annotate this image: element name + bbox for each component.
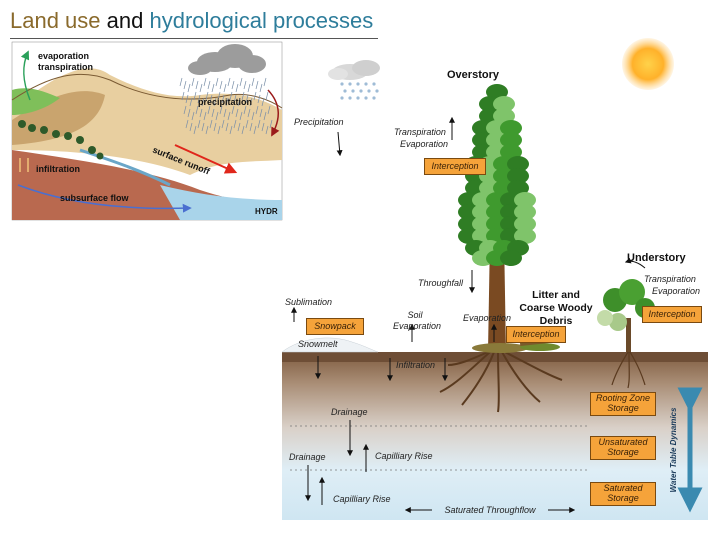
transpiration-label: Transpiration	[394, 127, 446, 137]
title-part-hydrological: hydrological processes	[149, 8, 374, 33]
capillary-rise-label-2: Capilliary Rise	[333, 494, 391, 504]
rooting-zone-text-2: Storage	[607, 403, 639, 413]
throughfall-label: Throughfall	[418, 278, 464, 288]
inset-evaporation-arrow	[20, 50, 31, 101]
infiltration-label: Infiltration	[396, 360, 435, 370]
cloud-icon	[328, 60, 380, 100]
overstory-tree-icon	[439, 84, 563, 413]
drainage-label-2: Drainage	[289, 452, 326, 462]
evaporation-canopy-label: Evaporation	[400, 139, 448, 149]
interception-overstory-text: Interception	[431, 160, 479, 171]
snow-pile	[281, 337, 379, 353]
saturated-text-2: Storage	[607, 493, 639, 503]
inset-infiltration-arrows	[19, 158, 29, 172]
title-part-and: and	[106, 8, 144, 33]
inset-subsurface-label: subsurface flow	[60, 193, 130, 203]
title-part-land-use: Land use	[10, 8, 101, 33]
page-title: Land use and hydrological processes	[10, 8, 373, 34]
snowmelt-label: Snowmelt	[298, 339, 338, 349]
interception-litter-box: Interception	[506, 326, 566, 343]
unsaturated-text-1: Unsaturated	[598, 437, 648, 448]
litter-label-line3: Debris	[540, 315, 573, 327]
rooting-zone-text-1: Rooting Zone	[595, 393, 651, 404]
inset-precip-arrow	[267, 89, 280, 137]
saturated-text-1: Saturated	[603, 483, 643, 494]
understory-transpiration-label: Transpiration	[644, 274, 696, 284]
capillary-rise-label-1: Capilliary Rise	[375, 451, 433, 461]
interception-understory-text: Interception	[648, 308, 696, 319]
snowpack-box: Snowpack	[306, 318, 364, 335]
sun-icon	[622, 38, 674, 90]
precipitation-label: Precipitation	[294, 117, 344, 127]
inset-cut-label: HYDR	[255, 207, 278, 216]
inset-evaporation-label: evaporation	[38, 51, 89, 61]
soil-evaporation-label-line2: Evaporation	[393, 321, 441, 331]
precipitation-arrow	[336, 131, 343, 157]
unsaturated-text-2: Storage	[607, 447, 639, 457]
title-underline	[10, 38, 378, 39]
inset-infiltration-label: infiltration	[36, 164, 80, 174]
saturated-throughflow-label: Saturated Throughflow	[444, 505, 536, 515]
understory-label: Understory	[627, 252, 687, 264]
drainage-label-1: Drainage	[331, 407, 368, 417]
understory-transpiration-arrow	[624, 257, 646, 269]
interception-understory-box: Interception	[642, 306, 702, 323]
interception-overstory-box: Interception	[424, 158, 486, 175]
inset-precipitation-label: precipitation	[198, 97, 252, 107]
understory-evaporation-label: Evaporation	[652, 286, 700, 296]
litter-label-line2: Coarse Woody	[519, 302, 592, 314]
inset-landscape: evaporation transpiration precipitation …	[11, 41, 283, 221]
inset-runoff-arrow	[174, 144, 238, 174]
snowpack-text: Snowpack	[314, 320, 356, 331]
litter-evaporation-label: Evaporation	[463, 313, 511, 323]
overstory-label: Overstory	[447, 69, 500, 81]
interception-litter-text: Interception	[512, 328, 560, 339]
inset-transpiration-label: transpiration	[38, 62, 93, 72]
inset-subsurface-arrow	[17, 184, 192, 213]
sublimation-label: Sublimation	[285, 297, 332, 307]
litter-label-line1: Litter and	[532, 289, 580, 301]
water-table-label: Water Table Dynamics	[669, 407, 678, 492]
soil-evaporation-label-line1: Soil	[407, 310, 423, 320]
